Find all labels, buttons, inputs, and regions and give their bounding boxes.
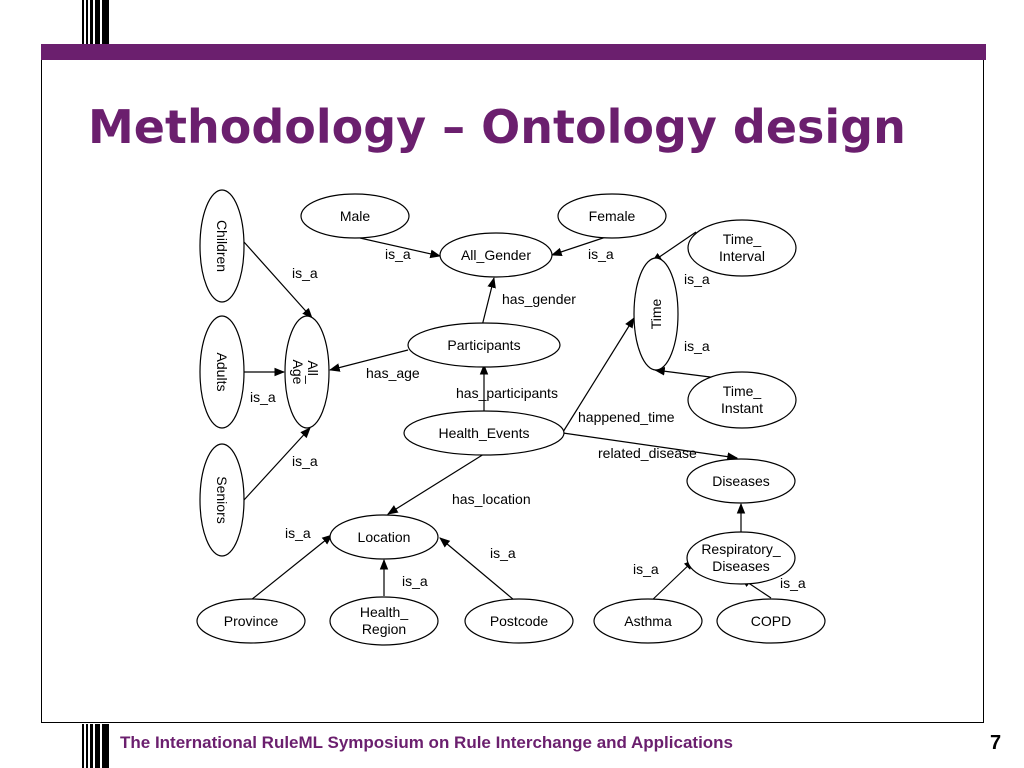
node-seniors xyxy=(199,443,245,557)
edge-participants-all-age xyxy=(328,349,409,372)
node-label-children: Children xyxy=(214,220,230,272)
edge-label-happened-time: happened_time xyxy=(578,409,675,425)
edge-province-location xyxy=(250,534,333,601)
header-band xyxy=(41,44,986,60)
node-label-diseases: Diseases xyxy=(712,473,770,489)
edge-health-events-time xyxy=(562,317,635,433)
edge-label-has-location: has_location xyxy=(452,491,531,507)
edge-children-all-age xyxy=(243,241,313,319)
node-label-province: Province xyxy=(224,613,279,629)
edge-label-has-participants: has_participants xyxy=(456,385,558,401)
edge-label-time-interval-is-a: is_a xyxy=(684,271,710,287)
node-copd xyxy=(716,598,826,644)
node-label-male: Male xyxy=(340,208,371,224)
edge-label-seniors-is-a: is_a xyxy=(292,453,318,469)
node-label-adults: Adults xyxy=(214,353,230,392)
node-label-all-age-line1: All_ xyxy=(305,360,321,384)
node-label-time-interval-line2: Interval xyxy=(719,248,765,264)
node-label-female: Female xyxy=(589,208,636,224)
node-adults xyxy=(199,315,245,429)
node-label-seniors: Seniors xyxy=(214,476,230,523)
edge-label-female-is-a: is_a xyxy=(588,246,614,262)
edge-label-copd-is-a: is_a xyxy=(780,575,806,591)
slide-title: Methodology – Ontology design xyxy=(88,100,906,154)
footer-text: The International RuleML Symposium on Ru… xyxy=(120,733,734,752)
slide-frame xyxy=(41,60,984,723)
node-participants xyxy=(407,322,561,368)
node-diseases xyxy=(686,458,796,504)
node-health-events xyxy=(403,410,565,456)
node-male xyxy=(300,193,410,239)
edge-label-children-is-a: is_a xyxy=(292,265,318,281)
edge-female-all-gender xyxy=(550,234,613,257)
node-all-age xyxy=(284,315,330,429)
node-label-time-instant-line1: Time_ xyxy=(723,383,762,399)
edge-label-province-is-a: is_a xyxy=(285,525,311,541)
node-postcode xyxy=(464,598,574,644)
edge-label-time-instant-is-a: is_a xyxy=(684,338,710,354)
page-number: 7 xyxy=(990,732,1002,754)
edge-label-health-region-is-a: is_a xyxy=(402,573,428,589)
edge-label-related-disease: related_disease xyxy=(598,445,697,461)
edge-male-all-gender xyxy=(359,237,442,259)
edge-time-interval-time xyxy=(651,231,697,263)
node-all-gender xyxy=(439,232,553,278)
node-time-instant xyxy=(687,371,797,429)
edge-label-postcode-is-a: is_a xyxy=(490,545,516,561)
node-province xyxy=(196,598,306,644)
node-label-time: Time xyxy=(648,298,664,329)
top-decorative-bars xyxy=(82,0,110,44)
node-label-health-region-line1: Health_ xyxy=(360,604,408,620)
node-label-copd: COPD xyxy=(751,613,791,629)
node-label-respiratory-line1: Respiratory_ xyxy=(701,541,781,557)
node-label-location: Location xyxy=(358,529,411,545)
node-asthma xyxy=(593,598,703,644)
bottom-decorative-bars xyxy=(82,724,110,768)
edge-label-adults-is-a: is_a xyxy=(250,389,276,405)
node-location xyxy=(329,514,439,560)
edge-health-events-location xyxy=(387,453,485,515)
edge-label-has-gender: has_gender xyxy=(502,291,576,307)
edge-label-has-age: has_age xyxy=(366,365,420,381)
node-label-participants: Participants xyxy=(447,337,520,353)
node-children xyxy=(199,189,245,303)
node-label-health-region-line2: Region xyxy=(362,621,406,637)
edge-label-asthma-is-a: is_a xyxy=(633,561,659,577)
edge-postcode-location xyxy=(439,537,515,601)
node-label-time-instant-line2: Instant xyxy=(721,400,763,416)
node-respiratory-diseases xyxy=(686,531,796,585)
node-label-respiratory-line2: Diseases xyxy=(712,558,770,574)
edge-seniors-all-age xyxy=(243,427,311,501)
edge-participants-all-gender xyxy=(481,276,496,327)
node-health-region xyxy=(329,596,439,646)
node-label-postcode: Postcode xyxy=(490,613,549,629)
node-female xyxy=(557,193,667,239)
node-time-interval xyxy=(687,219,797,277)
edge-time-instant-time xyxy=(653,366,719,379)
node-time xyxy=(633,257,679,371)
edge-asthma-respiratory xyxy=(647,559,695,605)
node-label-health-events: Health_Events xyxy=(438,425,529,441)
node-label-all-age-line2: Age xyxy=(290,360,306,385)
edge-health-events-diseases xyxy=(562,432,739,461)
edge-label-male-is-a: is_a xyxy=(385,246,411,262)
node-label-all-gender: All_Gender xyxy=(461,247,531,263)
node-label-time-interval-line1: Time_ xyxy=(723,231,762,247)
node-label-asthma: Asthma xyxy=(624,613,672,629)
